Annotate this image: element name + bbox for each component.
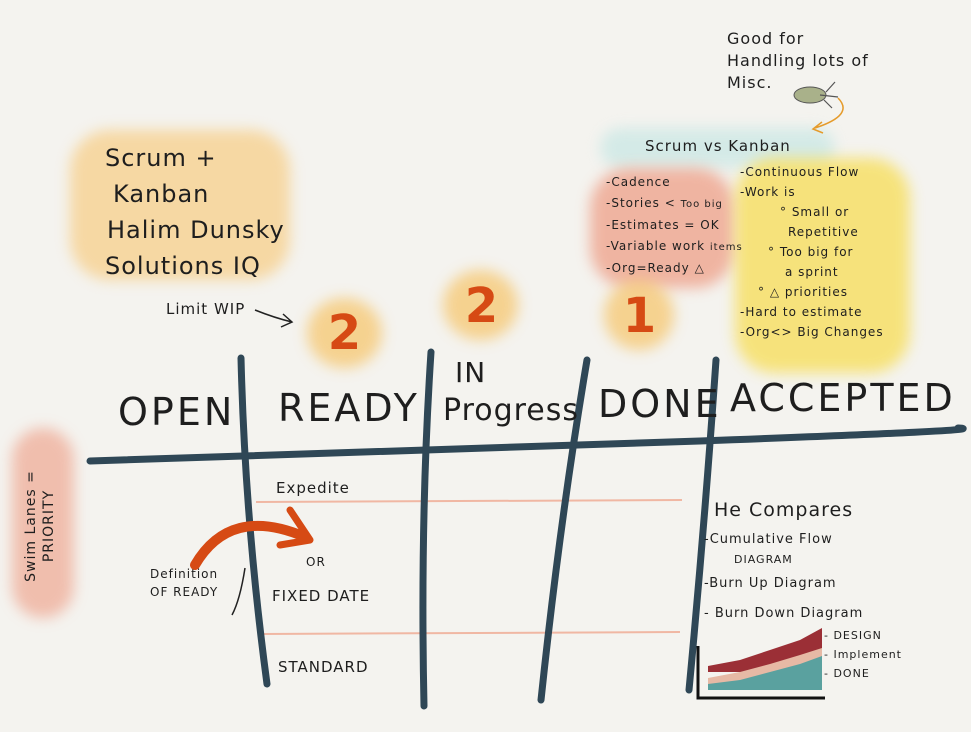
kanban-item-4: Repetitive [788, 225, 859, 239]
compares-heading: He Compares [714, 499, 854, 521]
kanban-item-8: -Hard to estimate [740, 305, 863, 319]
kanban-item-5: ° Too big for [768, 245, 854, 259]
definition-line-2: of Ready [150, 585, 219, 599]
compares-item-2: Diagram [734, 553, 793, 566]
definition-of-ready-label: Definition of Ready [150, 565, 218, 601]
swim-lanes-label: Swim Lanes = Priority [22, 426, 58, 626]
wip-highlight-2 [443, 270, 518, 340]
swim-lanes-line-1: Swim Lanes = [23, 470, 39, 582]
scrum-highlight [590, 168, 735, 288]
title-line-3: Halim Dunsky [107, 216, 285, 244]
lane-fixed-date: Fixed Date [272, 587, 371, 605]
title-line-4: Solutions IQ [105, 252, 261, 280]
kanban-item-6: a sprint [785, 265, 839, 279]
legend-implement: - Implement [824, 648, 902, 661]
column-line-4 [685, 356, 720, 694]
lane-standard: Standard [278, 658, 369, 676]
lane-divider-expedite [255, 499, 683, 503]
lane-divider-fixed-date [261, 631, 681, 635]
definition-line-1: Definition [150, 567, 219, 581]
top-note-line-2: Handling lots of [727, 51, 869, 70]
kanban-highlight [735, 158, 910, 373]
compares-list: -Cumulative Flow Diagram -Burn Up Diagra… [704, 530, 863, 624]
compares-item-4: - Burn Down Diagram [704, 606, 864, 621]
column-accepted: Accepted [730, 376, 956, 420]
kanban-item-1: -Continuous Flow [740, 165, 860, 179]
scrum-item-2: -Stories < Too big [606, 196, 723, 210]
swimlane-highlight [12, 428, 74, 618]
column-line-2 [419, 348, 435, 710]
too-big-label: Too big [680, 199, 723, 210]
scrum-item-5: -Org=Ready △ [606, 261, 705, 275]
top-note-line-1: Good for [727, 29, 805, 48]
bug-legs [819, 81, 839, 109]
swim-lanes-line-2: Priority [41, 489, 57, 563]
column-ready: Ready [278, 386, 420, 430]
kanban-list: -Continuous Flow -Work is ° Small or Rep… [740, 162, 884, 342]
wip-limit-ready: 2 [327, 305, 363, 361]
column-done: Done [598, 382, 722, 426]
title-line-1: Scrum + [105, 144, 217, 172]
top-note-line-3: Misc. [727, 73, 773, 92]
comparison-header: Scrum vs Kanban [645, 137, 791, 155]
column-progress-label: Progress [443, 393, 580, 428]
header-line [86, 424, 967, 465]
note-arrow [811, 97, 844, 134]
scrum-item-3: -Estimates = OK [606, 218, 720, 232]
title-card: Scrum + Kanban Halim Dunsky Solutions IQ [105, 140, 285, 284]
compares-item-1: -Cumulative Flow [704, 532, 833, 547]
lane-or: or [306, 555, 326, 569]
scrum-item-1: -Cadence [606, 175, 671, 189]
kanban-item-9: -Org<> Big Changes [740, 325, 884, 339]
legend-done: - Done [824, 667, 870, 680]
bug-icon [793, 86, 827, 104]
chart-legend: - Design - Implement - Done [824, 626, 902, 683]
cumulative-flow-chart [696, 628, 825, 700]
limit-wip-label: Limit WIP [166, 300, 246, 318]
wip-limit-in-progress: 2 [464, 278, 500, 334]
lane-expedite: Expedite [276, 479, 350, 497]
compares-item-3: -Burn Up Diagram [704, 576, 837, 591]
column-line-3 [537, 356, 591, 704]
definition-of-ready-arrowhead [276, 506, 314, 549]
kanban-item-7: ° △ priorities [758, 285, 849, 299]
kanban-item-2: -Work is [740, 185, 796, 199]
scrum-item-4: -Variable work items [606, 239, 743, 253]
title-line-2: Kanban [113, 180, 210, 208]
kanban-item-3: ° Small or [780, 205, 850, 219]
wip-highlight-1 [307, 298, 382, 368]
items-label: items [709, 242, 743, 253]
top-note: Good for Handling lots of Misc. [727, 28, 869, 94]
scrum-list: -Cadence -Stories < Too big -Estimates =… [606, 172, 743, 279]
wip-arrow [254, 309, 294, 328]
column-open: Open [118, 390, 236, 434]
column-line-1 [237, 354, 271, 688]
column-in-label: In [455, 356, 487, 389]
definition-of-ready-arrow [190, 520, 310, 570]
definition-bracket [231, 567, 246, 616]
title-highlight [70, 130, 290, 280]
wip-highlight-3 [604, 280, 674, 350]
legend-design: - Design [824, 629, 882, 642]
wip-limit-done: 1 [622, 288, 658, 344]
